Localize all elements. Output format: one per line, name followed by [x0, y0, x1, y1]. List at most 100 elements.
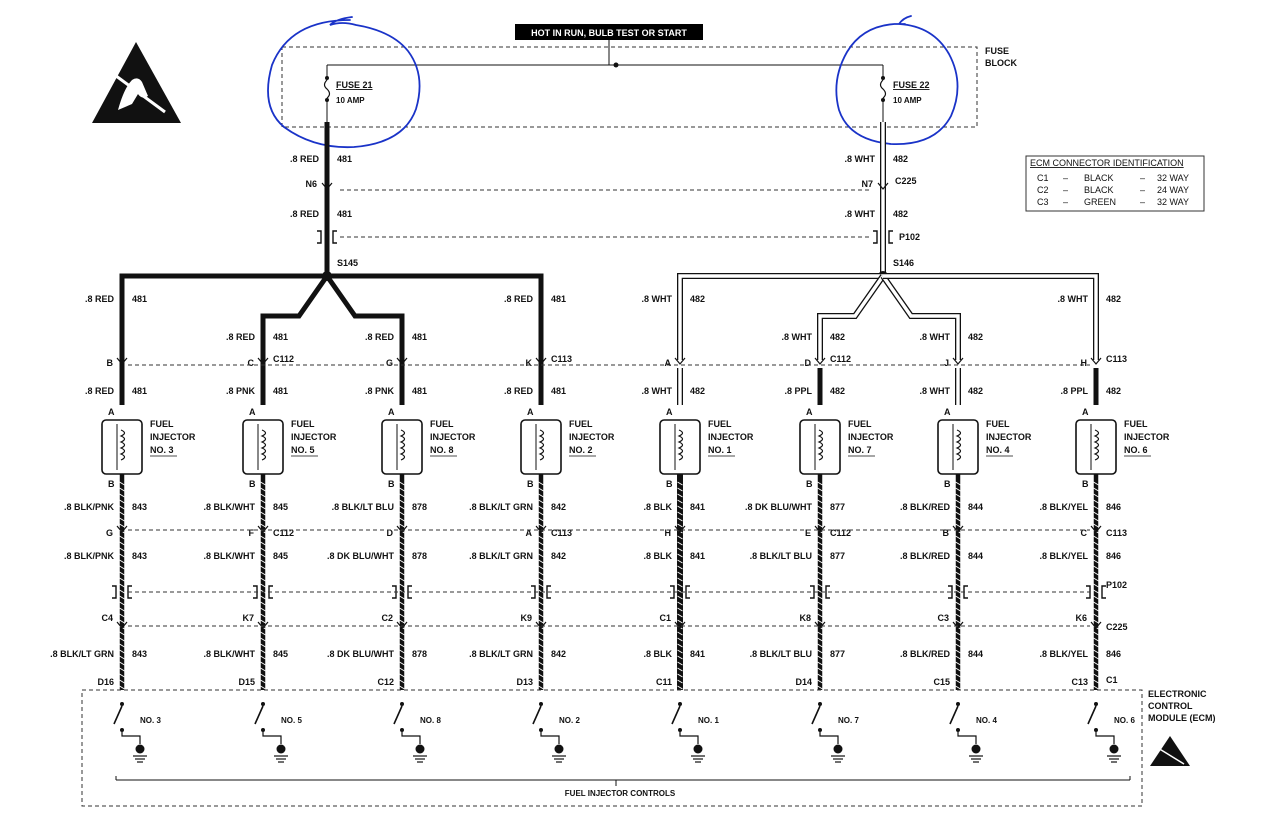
inj-3-name: FUEL — [569, 419, 593, 429]
fuse-22-name: FUSE 22 — [893, 80, 930, 90]
inj-5-ret-pin: E — [805, 528, 811, 538]
inj-7-ret-color-2: .8 BLK/YEL — [1039, 551, 1088, 561]
inj-3-name2: INJECTOR — [569, 432, 615, 442]
inj-0-ground-icon — [135, 744, 145, 754]
inj-6-ret-circuit: 844 — [968, 502, 983, 512]
inj-0-name: FUEL — [150, 419, 174, 429]
inj-6-ecm-color: .8 BLK/RED — [900, 649, 951, 659]
inj-0-driver-label: NO. 3 — [140, 716, 161, 725]
inj-1-number: NO. 5 — [291, 445, 315, 455]
inj-3-ground-icon — [554, 744, 564, 754]
inj-2-feed-circuit: 481 — [412, 332, 427, 342]
inj-1-driver-switch — [254, 705, 264, 725]
inj-5-pin: D — [805, 358, 812, 368]
inj-6-c225-pin: C3 — [937, 613, 949, 623]
branch-1-feed — [260, 274, 330, 405]
ecm-row-3-way: 32 WAY — [1157, 197, 1189, 207]
inj-3-ecm-pin: D13 — [516, 677, 533, 687]
ecm-row-1-c: C1 — [1037, 173, 1049, 183]
inj-5-ret-circuit-2: 877 — [830, 551, 845, 561]
branch-7-feed-upper-core — [883, 274, 1098, 360]
feed-0-color-1: .8 RED — [290, 154, 320, 164]
inj-4-ret-circuit: 841 — [690, 502, 705, 512]
inj-2-name: FUEL — [430, 419, 454, 429]
ink-circle-fuse-22 — [835, 15, 959, 145]
inj-7-c225-label: C225 — [1106, 622, 1128, 632]
inj-1-ret-connector: C112 — [273, 528, 294, 538]
inj-2-ecm-color: .8 DK BLU/WHT — [327, 649, 394, 659]
inj-2-ground-icon — [415, 744, 425, 754]
inj-1-pin-b: B — [249, 479, 256, 489]
inj-7-ret-pin: C — [1081, 528, 1088, 538]
inj-7-ret-circuit: 846 — [1106, 502, 1121, 512]
inj-0-driver-switch — [113, 705, 123, 725]
inj-3-c225-pin: K9 — [520, 613, 532, 623]
inj-5-pin-a: A — [806, 407, 813, 417]
inj-1-feed-circuit-2: 481 — [273, 386, 288, 396]
feed-0-pin: N6 — [305, 179, 317, 189]
inj-3-feed-circuit-2: 481 — [551, 386, 566, 396]
inj-2-feed-color: .8 RED — [365, 332, 395, 342]
inj-4-pin-a: A — [666, 407, 673, 417]
inj-2-feed-color-2: .8 PNK — [365, 386, 395, 396]
ecm-row-2-way: 24 WAY — [1157, 185, 1189, 195]
inj-3-driver-switch — [532, 705, 542, 725]
inj-0-pin: B — [107, 358, 114, 368]
inj-2-pin-a: A — [388, 407, 395, 417]
inj-7-c225-pin: K6 — [1075, 613, 1087, 623]
inj-7-name: FUEL — [1124, 419, 1148, 429]
inj-0-pin-b: B — [108, 479, 115, 489]
inj-4-number: NO. 1 — [708, 445, 732, 455]
inj-1-ecm-pin: D15 — [238, 677, 255, 687]
header-title: HOT IN RUN, BULB TEST OR START — [531, 28, 687, 38]
feed-1-circuit-1: 482 — [893, 154, 908, 164]
inj-3-connector: C113 — [551, 354, 572, 364]
inj-7-connector: C113 — [1106, 354, 1127, 364]
inj-1-ret-color-2: .8 BLK/WHT — [204, 551, 256, 561]
branch-3-feed — [327, 273, 544, 405]
fuse-21 — [323, 65, 331, 122]
inj-0-ret-color: .8 BLK/PNK — [64, 502, 115, 512]
ecm-label-1: ELECTRONIC — [1148, 689, 1207, 699]
inj-5-ecm-circuit: 877 — [830, 649, 845, 659]
inj-7-ecm-circuit: 846 — [1106, 649, 1121, 659]
fuse-22 — [879, 65, 887, 122]
esd-warning-icon — [92, 42, 181, 123]
injector-5-coil-icon — [817, 429, 824, 461]
inj-5-ret-color-2: .8 BLK/LT BLU — [750, 551, 812, 561]
feed-1-connector: C225 — [895, 176, 917, 186]
inj-6-pin-a: A — [944, 407, 951, 417]
inj-4-c225-pin: C1 — [659, 613, 671, 623]
inj-0-ret-circuit-2: 843 — [132, 551, 147, 561]
inj-4-ecm-pin: C11 — [656, 677, 672, 687]
inj-0-ecm-color: .8 BLK/LT GRN — [50, 649, 114, 659]
branch-5-feed-upper-core — [818, 275, 885, 360]
inj-2-ret-circuit-2: 878 — [412, 551, 427, 561]
inj-7-feed-circuit-2: 482 — [1106, 386, 1121, 396]
inj-5-driver-label: NO. 7 — [838, 716, 859, 725]
inj-2-ret-pin: D — [387, 528, 394, 538]
inj-7-driver-switch — [1087, 705, 1097, 725]
inj-0-ret-pin: G — [106, 528, 113, 538]
inj-4-ground-icon — [693, 744, 703, 754]
inj-3-ret-color: .8 BLK/LT GRN — [469, 502, 533, 512]
inj-6-driver-label: NO. 4 — [976, 716, 997, 725]
feed-0-circuit-1: 481 — [337, 154, 352, 164]
fuse-block-outline — [281, 46, 978, 128]
inj-7-number: NO. 6 — [1124, 445, 1148, 455]
branch-0-feed — [119, 273, 327, 405]
inj-1-pin: C — [248, 358, 255, 368]
inj-2-name2: INJECTOR — [430, 432, 476, 442]
inj-4-ecm-circuit: 841 — [690, 649, 705, 659]
inj-2-number: NO. 8 — [430, 445, 454, 455]
inj-2-driver-label: NO. 8 — [420, 716, 441, 725]
inj-3-ret-circuit-2: 842 — [551, 551, 566, 561]
injector-2-coil-icon — [399, 429, 406, 461]
inj-0-c225-pin: C4 — [101, 613, 113, 623]
inj-5-driver-switch — [811, 705, 821, 725]
inj-1-feed-color-2: .8 PNK — [226, 386, 256, 396]
inj-7-feed-color-2: .8 PPL — [1060, 386, 1088, 396]
inj-5-feed-color: .8 WHT — [782, 332, 813, 342]
